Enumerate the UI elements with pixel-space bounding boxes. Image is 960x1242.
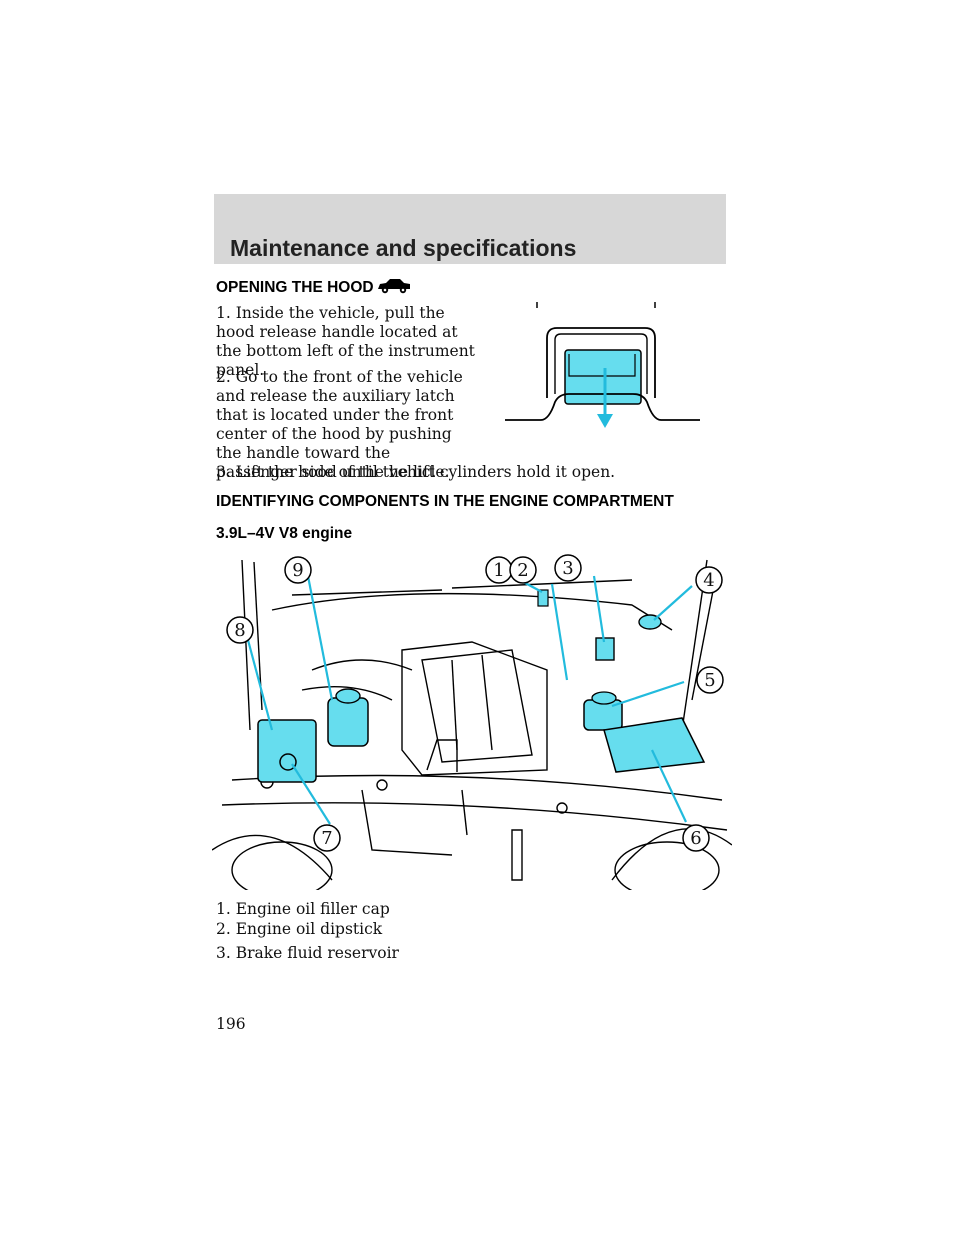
component-3-highlight bbox=[595, 637, 615, 661]
opening-hood-heading: OPENING THE HOOD bbox=[216, 279, 374, 296]
car-icon bbox=[378, 279, 410, 294]
callout-4: 4 bbox=[703, 570, 714, 591]
step-1-text: 1. Inside the vehicle, pull the hood rel… bbox=[216, 304, 475, 379]
callout-7: 7 bbox=[321, 828, 332, 849]
callout-6: 6 bbox=[690, 828, 701, 849]
engine-compartment-illustration: 9 1 2 3 4 8 5 7 6 bbox=[212, 554, 732, 890]
component-1-highlight bbox=[537, 589, 549, 607]
component-7-highlight bbox=[257, 719, 317, 783]
header-title: Maintenance and specifications bbox=[230, 235, 577, 261]
component-6-highlight bbox=[603, 717, 706, 773]
step-3-text: 3. Lift the hood until the lift cylinder… bbox=[216, 463, 616, 481]
list-item-1: 1. Engine oil filler cap bbox=[216, 900, 390, 918]
arrow-down-icon bbox=[597, 414, 613, 428]
hood-latch-illustration bbox=[505, 302, 700, 428]
callout-1: 1 bbox=[493, 560, 504, 581]
callout-9: 9 bbox=[292, 560, 303, 581]
callout-3: 3 bbox=[562, 558, 573, 579]
step-2-text: 2. Go to the front of the vehicle and re… bbox=[216, 368, 463, 481]
callout-5: 5 bbox=[704, 670, 715, 691]
components-heading: IDENTIFYING COMPONENTS IN THE ENGINE COM… bbox=[216, 493, 674, 510]
callout-8: 8 bbox=[234, 620, 245, 641]
page-header: Maintenance and specifications bbox=[214, 194, 726, 264]
component-9-highlight bbox=[327, 697, 369, 747]
engine-label: 3.9L–4V V8 engine bbox=[216, 525, 353, 542]
page-number: 196 bbox=[216, 1015, 246, 1033]
list-item-2: 2. Engine oil dipstick bbox=[216, 920, 383, 938]
callout-2: 2 bbox=[517, 560, 528, 581]
list-item-3: 3. Brake fluid reservoir bbox=[216, 944, 399, 962]
release-handle bbox=[564, 349, 642, 405]
